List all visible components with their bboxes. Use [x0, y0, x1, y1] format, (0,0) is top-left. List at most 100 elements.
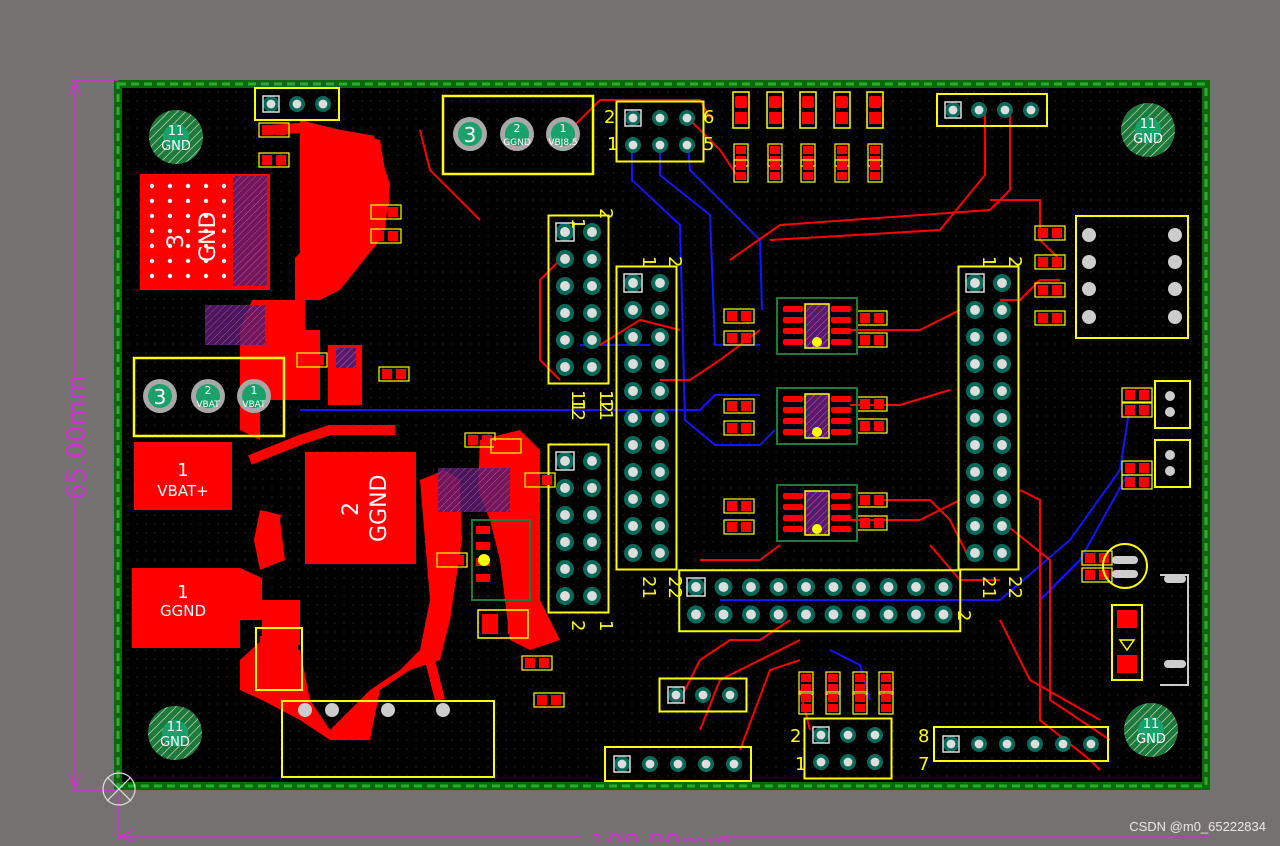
mounting-hole[interactable]: 11 GND — [1124, 703, 1178, 757]
bottom-connector-j4[interactable] — [281, 700, 495, 778]
pad-vbat-net: VBAT+ — [157, 482, 208, 500]
smd-resistor[interactable] — [867, 159, 883, 183]
svg-text:2: 2 — [790, 726, 801, 747]
svg-text:2: 2 — [664, 256, 685, 267]
svg-text:1: 1 — [560, 122, 567, 135]
dimension-height — [68, 79, 118, 791]
svg-text:22: 22 — [1004, 576, 1025, 599]
ic-soic8[interactable] — [776, 484, 858, 542]
smd-resistor[interactable] — [370, 228, 402, 244]
header-j8[interactable] — [615, 100, 705, 163]
height-dimension-label: 65.00mm — [62, 375, 92, 500]
mounting-hole[interactable]: 11 GND — [148, 706, 202, 760]
header-top-small[interactable] — [254, 87, 340, 121]
watermark: CSDN @m0_65222834 — [1129, 819, 1266, 834]
ic-regulator[interactable] — [255, 345, 531, 691]
svg-text:2: 2 — [1004, 256, 1025, 267]
smd-resistor[interactable] — [798, 691, 814, 715]
smd-resistor[interactable] — [723, 498, 755, 514]
smd-resistor[interactable] — [258, 152, 290, 168]
smd-resistor[interactable] — [852, 691, 868, 715]
smd-resistor[interactable] — [723, 308, 755, 324]
top-layer-tracks — [419, 99, 1111, 771]
buzzer[interactable] — [1102, 543, 1189, 686]
header-labels: 2 6 1 5 1 2 11 12 1 2 21 22 1 2 21 22 12… — [567, 107, 1025, 775]
smd-resistor[interactable] — [296, 352, 328, 368]
header-j14[interactable] — [803, 717, 893, 780]
smd-resistor[interactable] — [1034, 254, 1066, 270]
smd-resistor[interactable] — [825, 691, 841, 715]
small-connectors-right[interactable] — [1154, 380, 1191, 488]
smd-resistor[interactable] — [533, 692, 565, 708]
svg-text:11: 11 — [595, 398, 616, 421]
header-3pin-bottom[interactable] — [658, 677, 748, 713]
mounting-hole[interactable]: 11 GND — [149, 110, 203, 164]
pad-gnd-num: 3 — [164, 234, 189, 248]
dimension-width — [117, 795, 1210, 843]
width-dimension-label: 100.00mm — [590, 829, 732, 842]
svg-text:GGND: GGND — [503, 138, 531, 148]
smd-resistor[interactable] — [723, 420, 755, 436]
smd-resistor[interactable] — [733, 159, 749, 183]
smd-resistor[interactable] — [521, 655, 553, 671]
smd-resistor[interactable] — [378, 366, 410, 382]
svg-text:2: 2 — [604, 107, 615, 128]
smd-resistor[interactable] — [723, 330, 755, 346]
svg-text:7: 7 — [918, 754, 929, 775]
pad-ggnd-net: GGND — [367, 475, 392, 543]
smd-resistor[interactable] — [464, 432, 496, 448]
svg-text:1: 1 — [638, 256, 659, 267]
pad-gnd-net: GND — [196, 212, 221, 262]
smd-resistor[interactable] — [1034, 282, 1066, 298]
smd-resistor[interactable] — [767, 159, 783, 183]
power-tracks — [248, 122, 445, 702]
ic-soic8[interactable] — [776, 297, 858, 355]
terminal-block-battery[interactable]: 3 2 VBAT 1 VBAT — [132, 356, 286, 438]
svg-text:1: 1 — [567, 218, 588, 229]
pad-ggnd-left-net: GGND — [160, 602, 206, 620]
svg-text:11: 11 — [1143, 717, 1160, 732]
header-j7[interactable] — [547, 443, 610, 614]
smd-resistor[interactable] — [1121, 387, 1153, 403]
header-j4[interactable] — [547, 214, 610, 385]
smd-resistor[interactable] — [490, 438, 522, 454]
svg-text:VBAT: VBAT — [242, 400, 266, 410]
ic-packages — [255, 297, 858, 691]
svg-text:GND: GND — [1136, 732, 1166, 747]
svg-text:VBJ8.5: VBJ8.5 — [548, 138, 577, 148]
smd-resistor[interactable] — [878, 691, 894, 715]
smd-resistor[interactable] — [1121, 474, 1153, 490]
sensor-module[interactable] — [1075, 215, 1189, 339]
smd-resistor[interactable] — [370, 204, 402, 220]
smd-resistor[interactable] — [723, 519, 755, 535]
smd-resistor[interactable] — [524, 472, 556, 488]
header-j11[interactable] — [615, 265, 678, 571]
smd-resistor[interactable] — [834, 159, 850, 183]
svg-text:11: 11 — [567, 390, 588, 413]
smd-resistor[interactable] — [800, 159, 816, 183]
header-right-6pin[interactable] — [933, 726, 1109, 762]
smd-resistor[interactable] — [1034, 225, 1066, 241]
diode-led[interactable] — [1111, 604, 1143, 681]
header-j13[interactable] — [957, 265, 1020, 571]
ic-soic8[interactable] — [776, 387, 858, 445]
svg-text:11: 11 — [167, 720, 184, 735]
header-bottom-5pin[interactable] — [604, 746, 752, 782]
terminal-block-top[interactable]: 3 2 GGND 1 VBJ8.5 — [441, 94, 595, 176]
terminal-top-pin3: 3 — [464, 123, 477, 147]
svg-text:21: 21 — [638, 576, 659, 599]
svg-text:3: 3 — [154, 385, 167, 409]
mounting-hole[interactable]: 11 GND — [1121, 103, 1175, 157]
header-top-right[interactable] — [936, 93, 1048, 127]
smd-resistor[interactable] — [436, 552, 468, 568]
smd-resistor[interactable] — [258, 122, 290, 138]
svg-text:GND: GND — [160, 735, 190, 750]
svg-text:11: 11 — [1140, 117, 1157, 132]
smd-resistor[interactable] — [1034, 310, 1066, 326]
svg-text:6: 6 — [703, 107, 714, 128]
header-j10[interactable] — [678, 569, 962, 633]
pad-vbat-num: 1 — [177, 460, 188, 481]
smd-resistor[interactable] — [1121, 402, 1153, 418]
smd-resistor[interactable] — [723, 398, 755, 414]
